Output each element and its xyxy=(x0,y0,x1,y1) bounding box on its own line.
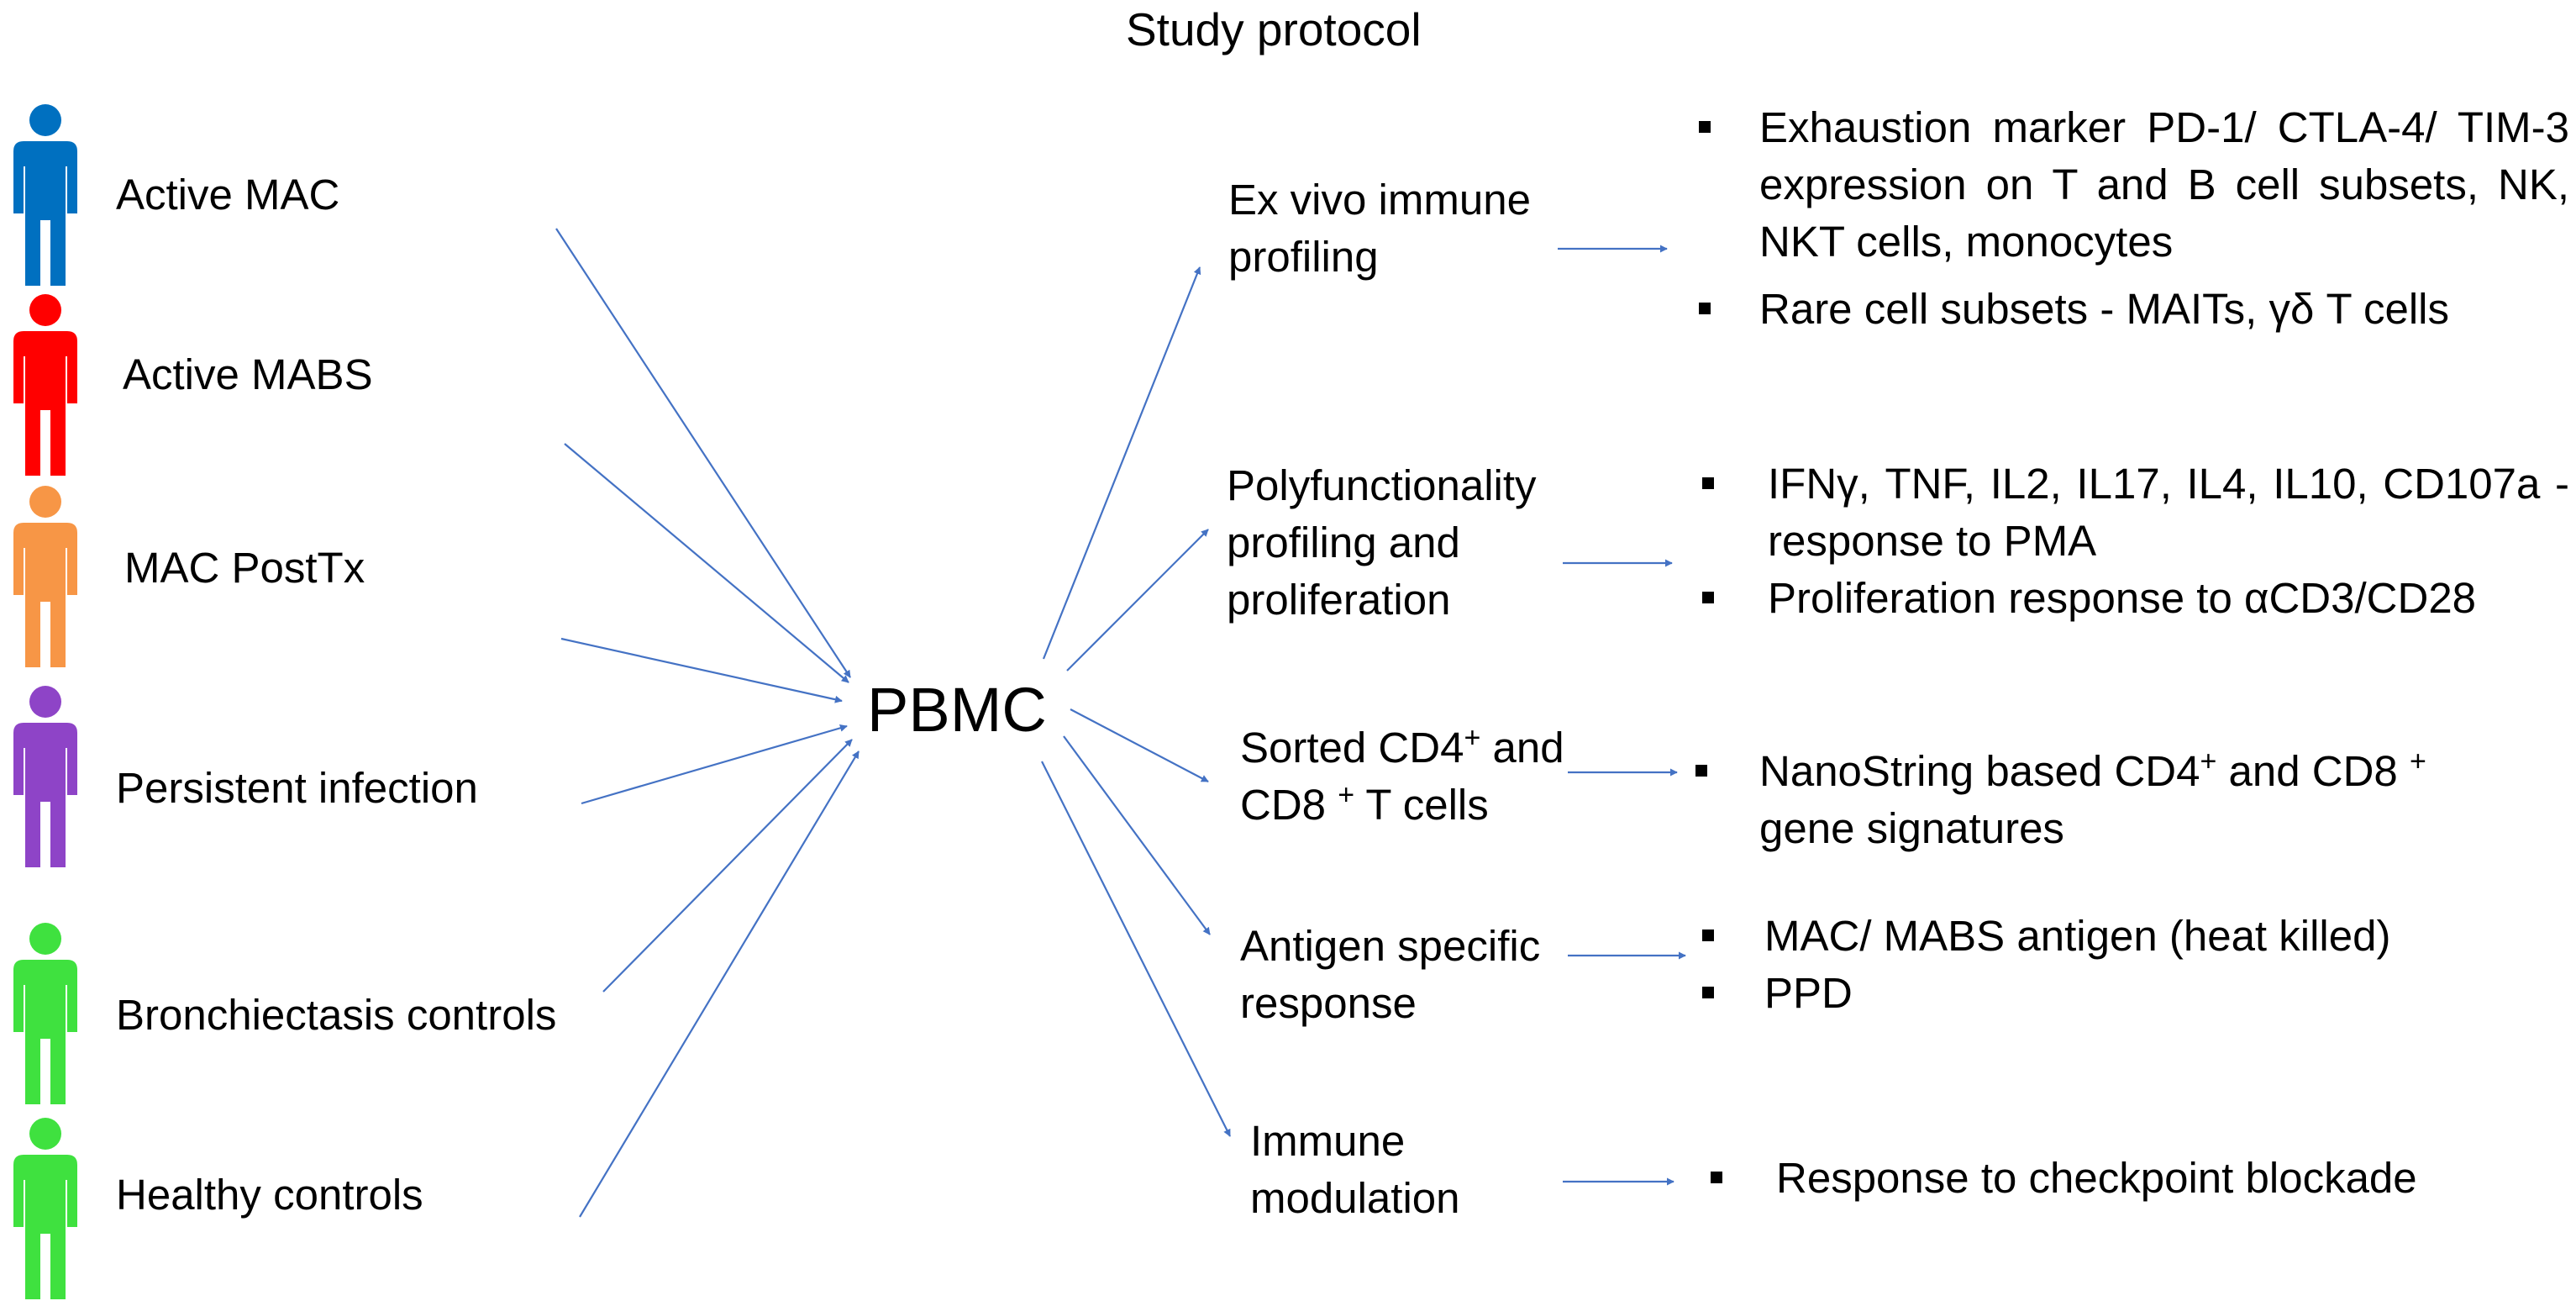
assay-label-poly-line2: profiling and xyxy=(1227,519,1460,566)
arrow-pbmc-to-antigen xyxy=(1063,735,1211,935)
detail-cytokines: IFNγ, TNF, IL2, IL17, IL4, IL10, CD107a … xyxy=(1768,460,2569,565)
bullet-marker xyxy=(1711,1172,1722,1183)
person-icon xyxy=(13,923,77,1104)
assay-label-antigen-line2: response xyxy=(1240,979,1417,1027)
cohort-label-active-mac: Active MAC xyxy=(116,171,340,219)
bullet-marker xyxy=(1702,592,1714,603)
arrow-active-mac-to-pbmc xyxy=(555,228,851,678)
assay-label-poly-line3: proliferation xyxy=(1227,576,1451,624)
bullet-marker xyxy=(1702,477,1714,489)
arrow-active-mabs-to-pbmc xyxy=(564,443,849,683)
assay-label-sorted-line1: Sorted CD4+ and xyxy=(1240,719,1564,777)
assay-label-antigen-line1: Antigen specific xyxy=(1240,922,1541,970)
detail-checkpoint-blockade: Response to checkpoint blockade xyxy=(1776,1154,2417,1202)
cohort-label-active-mabs: Active MABS xyxy=(123,350,373,398)
arrow-pbmc-to-immune-mod xyxy=(1041,761,1231,1137)
detail-mac-mabs-antigen: MAC/ MABS antigen (heat killed) xyxy=(1764,912,2391,960)
sorted-and-text: and xyxy=(1492,724,1564,771)
bullet-marker xyxy=(1702,987,1714,998)
assay-label-exvivo-line2: profiling xyxy=(1228,233,1379,281)
person-icon xyxy=(13,104,77,286)
nanostring-cd4-text: NanoString based CD4 xyxy=(1759,747,2200,795)
bullet-marker xyxy=(1702,929,1714,941)
cohort-label-healthy-controls: Healthy controls xyxy=(116,1171,423,1219)
assay-label-sorted-line2: CD8 + T cells xyxy=(1240,777,1489,834)
assay-label-exvivo-line1: Ex vivo immune xyxy=(1228,176,1531,224)
assay-label-immune-mod-line1: Immune xyxy=(1250,1117,1406,1165)
arrow-pbmc-to-polyfunctionality xyxy=(1066,529,1209,671)
sorted-cd8-text: CD8 xyxy=(1240,781,1327,829)
assay-label-poly-line1: Polyfunctionality xyxy=(1227,461,1537,509)
person-icon xyxy=(13,486,77,667)
superscript-plus: + xyxy=(1464,722,1481,754)
cohort-label-persistent-infection: Persistent infection xyxy=(116,764,478,812)
arrow-pbmc-to-sorted xyxy=(1070,708,1209,782)
pbmc-node: PBMC xyxy=(867,675,1047,745)
diagram-title: Study protocol xyxy=(1126,3,1422,55)
person-icon xyxy=(13,1118,77,1299)
detail-rare-cell-subsets: Rare cell subsets - MAITs, γδ T cells xyxy=(1759,285,2449,333)
arrow-pbmc-to-exvivo xyxy=(1042,266,1201,660)
bullet-marker xyxy=(1699,121,1711,133)
detail-proliferation: Proliferation response to αCD3/CD28 xyxy=(1768,574,2477,622)
assay-label-immune-mod-line2: modulation xyxy=(1250,1174,1460,1222)
person-icon xyxy=(13,686,77,867)
person-icon xyxy=(13,294,77,476)
arrow-bronchiectasis-to-pbmc xyxy=(602,739,853,993)
sorted-cd4-text: Sorted CD4 xyxy=(1240,724,1464,771)
arrow-mac-posttx-to-pbmc xyxy=(560,637,843,703)
cohort-label-mac-posttx: MAC PostTx xyxy=(124,544,365,592)
superscript-plus: + xyxy=(2409,745,2426,777)
detail-nanostring-line2: gene signatures xyxy=(1759,804,2064,852)
bullet-marker xyxy=(1695,765,1707,777)
nanostring-cd8-text: and CD8 xyxy=(2216,747,2410,795)
detail-exhaustion-markers: Exhaustion marker PD-1/ CTLA-4/ TIM-3 ex… xyxy=(1759,103,2569,266)
cohort-label-bronchiectasis-controls: Bronchiectasis controls xyxy=(116,991,557,1039)
detail-nanostring-line1: NanoString based CD4+ and CD8 + xyxy=(1759,743,2426,800)
superscript-plus: + xyxy=(2200,745,2217,777)
arrow-persistent-to-pbmc xyxy=(581,724,848,805)
sorted-tcells-text: T cells xyxy=(1365,781,1489,829)
superscript-plus: + xyxy=(1338,779,1355,811)
bullet-marker xyxy=(1699,303,1711,314)
arrow-healthy-to-pbmc xyxy=(579,750,860,1218)
detail-ppd: PPD xyxy=(1764,969,1853,1017)
